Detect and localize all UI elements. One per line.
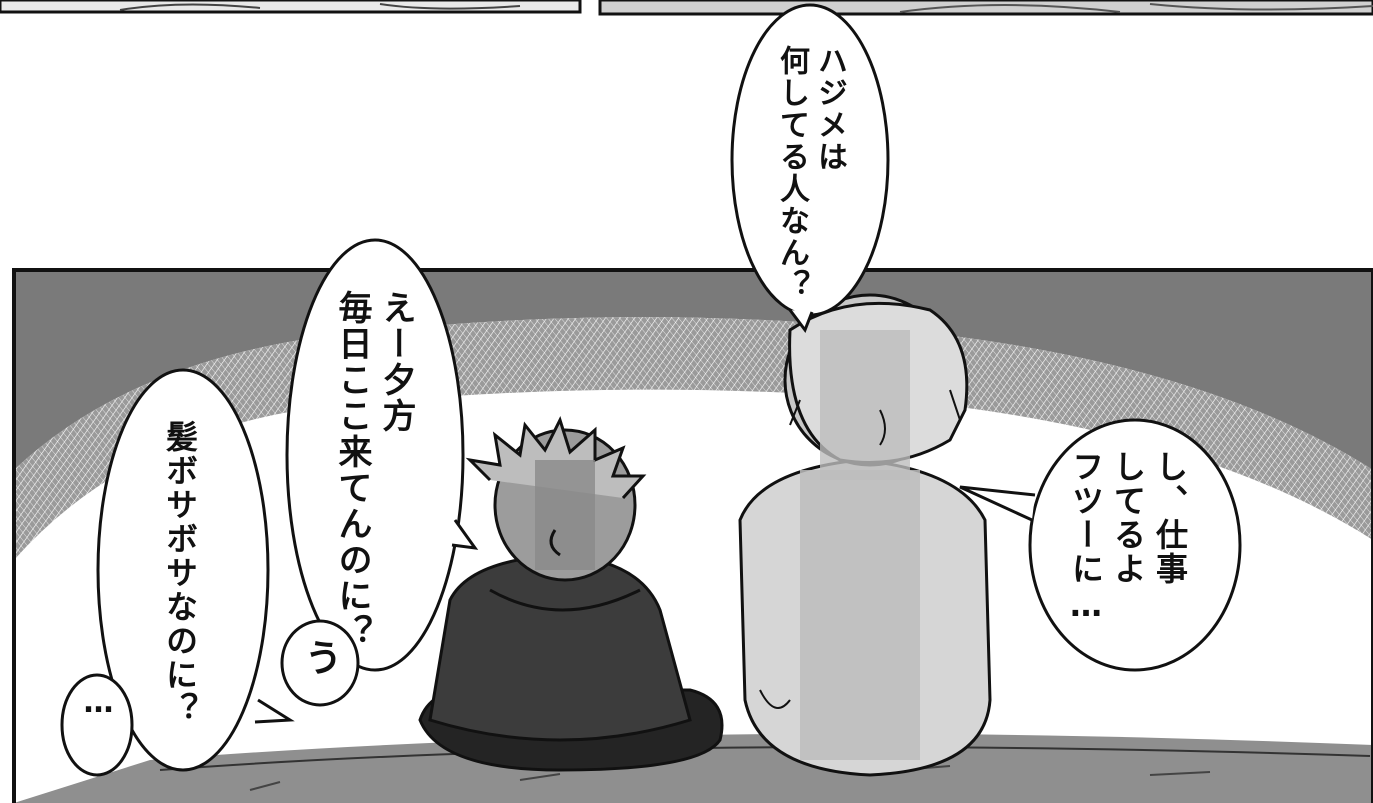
- child-character: [418, 416, 724, 772]
- bubble-hair: [96, 368, 295, 772]
- bubble-u: [280, 619, 360, 707]
- dialogue-ellipsis: …: [81, 685, 116, 722]
- dialogue-hair: 髪ボサボサなのに？: [161, 420, 199, 726]
- main-panel-border: [12, 268, 1373, 803]
- previous-panels-strip: [0, 0, 1373, 16]
- bubble-hajime: [730, 3, 890, 334]
- dialogue-evening: えー夕方 毎日ここ来てんのに？: [332, 290, 416, 650]
- ground: [14, 733, 1373, 803]
- dialogue-hajime-question: ハジメは 何してる人なん？: [774, 45, 847, 301]
- adult-character: [738, 293, 992, 777]
- sound-effect-u: う: [298, 638, 342, 678]
- bubble-evening: [285, 238, 479, 672]
- bubble-ellipsis: [60, 673, 134, 777]
- bubble-work: [959, 418, 1242, 672]
- dialogue-work: し、仕事 してるよ フツーに…: [1067, 450, 1189, 626]
